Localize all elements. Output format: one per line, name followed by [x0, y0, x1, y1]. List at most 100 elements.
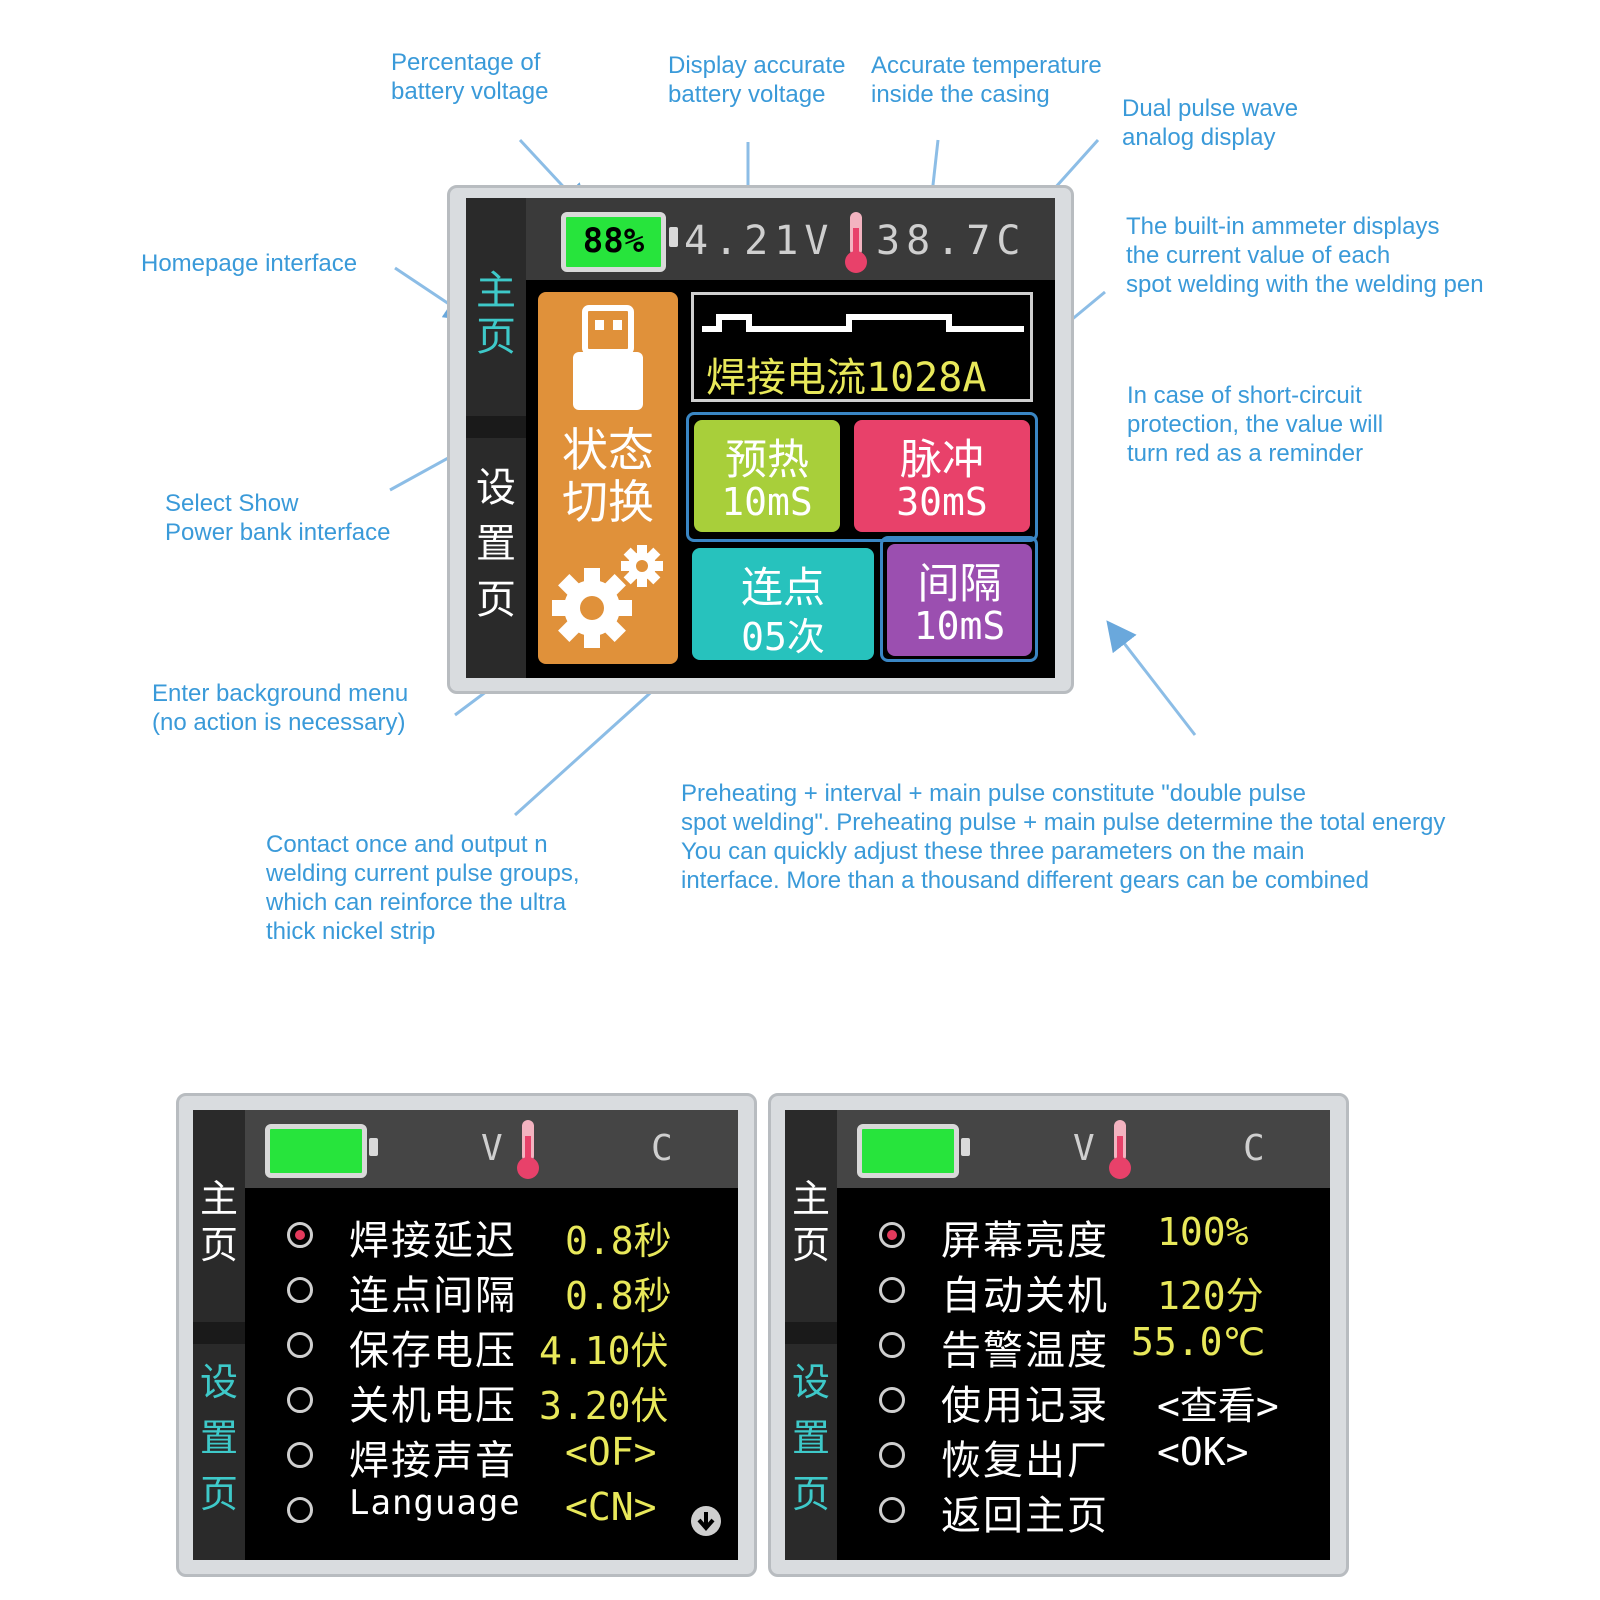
arrow-double-pulse: [1106, 620, 1197, 736]
temperature-value: 38.7C: [876, 218, 1027, 264]
battery-voltage-note: Display accurate battery voltage: [668, 52, 846, 108]
status-bar: V C: [837, 1110, 1330, 1188]
gear-icon[interactable]: [550, 542, 670, 652]
item-label: 连点间隔: [349, 1273, 517, 1319]
double-pulse-note: Preheating + interval + main pulse const…: [681, 780, 1446, 894]
interval-label: 间隔: [917, 559, 1002, 608]
down-arrow-icon[interactable]: [689, 1504, 723, 1538]
item-value: <OK>: [1157, 1430, 1249, 1474]
battery-icon: 88%: [561, 212, 666, 272]
tab-divider: [785, 1322, 837, 1344]
item-value: 55.0℃: [1131, 1320, 1266, 1364]
tab-home[interactable]: 主 页: [199, 1177, 238, 1267]
homepage-note: Homepage interface: [141, 250, 358, 277]
radio-icon[interactable]: [287, 1387, 313, 1413]
tab-home[interactable]: 主 页: [476, 268, 516, 360]
preheat-tile[interactable]: 预热 10mS: [694, 420, 840, 532]
power-bank-note: Select Show Power bank interface: [165, 490, 391, 546]
multi-spot-value: 05次: [741, 615, 825, 659]
status-bar: 88% 4.21V 38.7C: [526, 198, 1055, 280]
radio-icon[interactable]: [287, 1332, 313, 1358]
item-value: <CN>: [565, 1485, 657, 1529]
contact-note: Contact once and output n welding curren…: [266, 831, 580, 945]
settings-device-frame-1: 主 页 设 置 页 V C 焊接延迟 0.8秒 连点间隔: [176, 1093, 757, 1577]
radio-icon[interactable]: [287, 1277, 313, 1303]
battery-icon: [265, 1124, 367, 1178]
item-label: 告警温度: [941, 1328, 1109, 1374]
item-value: 100%: [1157, 1210, 1249, 1254]
status-bar: V C: [245, 1110, 738, 1188]
battery-icon: [857, 1124, 959, 1178]
preheat-value: 10mS: [721, 480, 813, 524]
welding-current-label: 焊接电流: [706, 355, 866, 401]
radio-selected-icon[interactable]: [287, 1222, 313, 1248]
item-value: 0.8秒: [565, 1219, 672, 1263]
welding-current-row: 焊接电流1028A: [706, 345, 986, 403]
radio-icon[interactable]: [287, 1442, 313, 1468]
pulse-label: 脉冲: [899, 435, 984, 484]
pulse-wave-graph: [702, 314, 1024, 332]
radio-icon[interactable]: [879, 1387, 905, 1413]
settings-device-frame-2: 主 页 设 置 页 V C 屏幕亮度 100% 自动关机: [768, 1093, 1349, 1577]
item-value: 120分: [1157, 1274, 1264, 1318]
tab-settings[interactable]: 设 置 页: [791, 1360, 830, 1516]
item-value: 4.10伏: [539, 1329, 669, 1373]
preheat-label: 预热: [724, 435, 809, 484]
temp-unit: C: [1243, 1128, 1265, 1169]
item-label: 恢复出厂: [941, 1438, 1109, 1484]
radio-icon[interactable]: [287, 1497, 313, 1523]
voltage-unit: V: [1073, 1128, 1095, 1169]
radio-icon[interactable]: [879, 1442, 905, 1468]
sidebar-tabs: 主 页 设 置 页: [466, 198, 526, 678]
main-device-frame: 主 页 设 置 页 88% 4.21V 38.7C: [447, 185, 1074, 694]
item-label: Language: [349, 1483, 521, 1523]
short-circuit-note: In case of short-circuit protection, the…: [1127, 382, 1384, 467]
item-label: 焊接延迟: [349, 1218, 517, 1264]
state-switch-tile[interactable]: 状态 切换: [538, 292, 678, 664]
welding-current-value: 1028A: [866, 355, 987, 401]
battery-percent-note: Percentage of battery voltage: [391, 49, 549, 105]
radio-icon[interactable]: [879, 1497, 905, 1523]
item-value: <OF>: [565, 1430, 657, 1474]
pulse-tile[interactable]: 脉冲 30mS: [854, 420, 1030, 532]
tab-settings[interactable]: 设 置 页: [476, 465, 516, 623]
radio-selected-icon[interactable]: [879, 1222, 905, 1248]
item-label: 返回主页: [941, 1493, 1109, 1539]
item-label: 焊接声音: [349, 1438, 517, 1484]
tab-divider: [193, 1322, 245, 1344]
voltage-unit: V: [481, 1128, 503, 1169]
ammeter-note: The built-in ammeter displays the curren…: [1126, 213, 1484, 298]
state-switch-label: 状态 切换: [562, 423, 654, 529]
interval-tile[interactable]: 间隔 10mS: [887, 544, 1032, 656]
radio-icon[interactable]: [879, 1277, 905, 1303]
battery-tip: [669, 227, 678, 247]
main-screen: 主 页 设 置 页 88% 4.21V 38.7C: [466, 198, 1055, 678]
item-label: 保存电压: [349, 1328, 517, 1374]
temperature-note: Accurate temperature inside the casing: [871, 52, 1102, 108]
interval-value: 10mS: [913, 604, 1006, 648]
tab-home[interactable]: 主 页: [791, 1177, 830, 1267]
battery-percent: 88%: [582, 221, 645, 261]
sidebar-tabs: 主 页 设 置 页: [193, 1110, 245, 1560]
settings-screen-2: 主 页 设 置 页 V C 屏幕亮度 100% 自动关机: [785, 1110, 1330, 1560]
temp-unit: C: [651, 1128, 673, 1169]
multi-spot-label: 连点: [740, 563, 825, 612]
pulse-wave-display: 焊接电流1028A: [691, 292, 1033, 402]
multi-spot-tile[interactable]: 连点 05次: [692, 548, 874, 660]
radio-icon[interactable]: [879, 1332, 905, 1358]
item-label: 使用记录: [941, 1383, 1109, 1429]
item-label: 屏幕亮度: [941, 1218, 1109, 1264]
sidebar-tabs: 主 页 设 置 页: [785, 1110, 837, 1560]
item-label: 关机电压: [349, 1383, 517, 1429]
settings-screen-1: 主 页 设 置 页 V C 焊接延迟 0.8秒 连点间隔: [193, 1110, 738, 1560]
background-menu-note: Enter background menu (no action is nece…: [152, 680, 409, 736]
battery-tip: [369, 1138, 378, 1156]
usb-icon: [573, 305, 643, 410]
tab-settings[interactable]: 设 置 页: [199, 1360, 238, 1516]
pulse-wave-note: Dual pulse wave analog display: [1122, 95, 1299, 151]
double-pulse-group: [686, 412, 1038, 542]
pulse-value: 30mS: [896, 480, 988, 524]
battery-voltage: 4.21V: [684, 218, 835, 264]
item-value: 0.8秒: [565, 1274, 672, 1318]
battery-tip: [961, 1138, 970, 1156]
